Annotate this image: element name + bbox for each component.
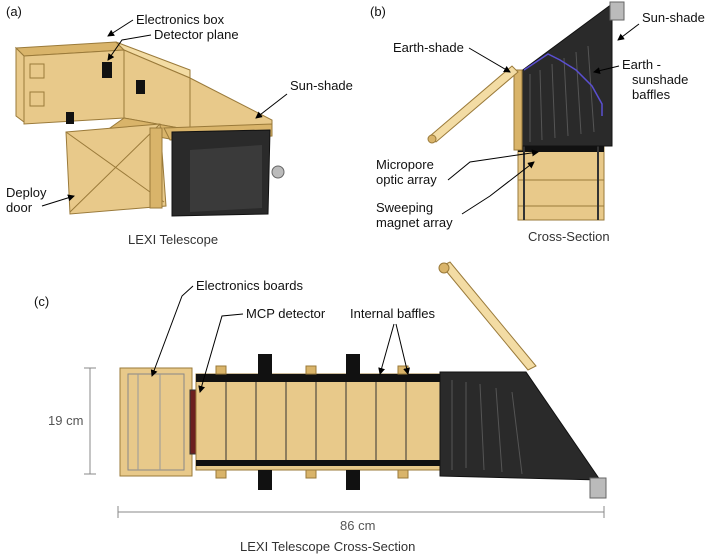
label-detector-plane: Detector plane [154, 27, 239, 42]
panel-b-tag: (b) [370, 4, 386, 19]
panel-c-tag: (c) [34, 294, 49, 309]
label-deploy-door-1: Deploy [6, 185, 47, 200]
caption-b: Cross-Section [528, 229, 610, 244]
leader-mcp-detector [198, 313, 244, 393]
panel-a: (a) [6, 4, 353, 247]
label-sweeping-1: Sweeping [376, 200, 433, 215]
leader-electronics-box [107, 19, 134, 37]
label-deploy-door-2: door [6, 200, 33, 215]
leader-sweeping [461, 161, 535, 215]
panel-b: (b) Sun-shade Earth-shade [370, 1, 705, 244]
label-mcp-detector: MCP detector [246, 306, 326, 321]
label-internal-baffles: Internal baffles [350, 306, 436, 321]
dimension-length: 86 cm [117, 506, 605, 533]
panel-c: (c) [34, 261, 607, 554]
leader-sun-shade-b [617, 23, 640, 41]
caption-a: LEXI Telescope [128, 232, 218, 247]
panel-a-tag: (a) [6, 4, 22, 19]
dimension-height-label: 19 cm [48, 413, 83, 428]
leader-earth-shade [468, 47, 511, 73]
leader-detector-plane [107, 34, 152, 61]
label-micropore-2: optic array [376, 172, 437, 187]
caption-c: LEXI Telescope Cross-Section [240, 539, 415, 554]
dimension-length-label: 86 cm [340, 518, 375, 533]
label-sweeping-2: magnet array [376, 215, 453, 230]
label-sun-shade-a: Sun-shade [290, 78, 353, 93]
dimension-height: 19 cm [48, 367, 96, 475]
leader-internal-baffles-1 [378, 323, 395, 375]
label-earth-shade: Earth-shade [393, 40, 464, 55]
label-baffles-1: Earth - [622, 57, 661, 72]
leader-deploy-door [41, 194, 75, 207]
leader-sun-shade-a [255, 93, 288, 119]
label-electronics-boards: Electronics boards [196, 278, 303, 293]
label-sun-shade-b: Sun-shade [642, 10, 705, 25]
panel-b-cross-section-drawing [427, 1, 625, 221]
label-baffles-2: sunshade [632, 72, 688, 87]
leader-internal-baffles-2 [395, 323, 411, 375]
leader-electronics-boards [150, 285, 194, 377]
label-electronics-box: Electronics box [136, 12, 225, 27]
leader-micropore [447, 149, 539, 181]
label-micropore-1: Micropore [376, 157, 434, 172]
panel-a-telescope-drawing [14, 41, 285, 217]
label-baffles-3: baffles [632, 87, 671, 102]
leader-baffles [593, 65, 620, 75]
panel-c-cross-section-drawing [119, 261, 607, 499]
